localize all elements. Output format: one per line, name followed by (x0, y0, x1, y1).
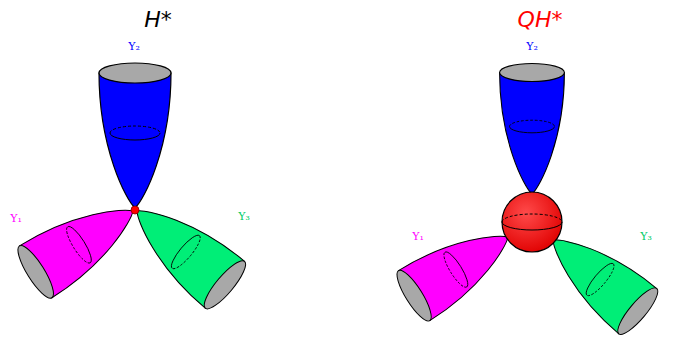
cone-label: Y₂ (128, 41, 140, 52)
y3-cone (117, 188, 251, 314)
cone-label: Y₂ (526, 41, 538, 52)
y2-cone (99, 63, 171, 208)
diagram-title: QH* (518, 9, 563, 31)
cone-label: Y₃ (238, 211, 250, 222)
red-sphere (502, 192, 562, 252)
cone-label: Y₁ (412, 231, 424, 242)
cone-label: Y₃ (640, 231, 652, 242)
junction-dot (131, 206, 139, 214)
cone-label: Y₁ (10, 213, 22, 224)
y2-cone (500, 63, 565, 194)
y1-cone (12, 185, 149, 302)
diagram-title: H* (144, 9, 172, 31)
